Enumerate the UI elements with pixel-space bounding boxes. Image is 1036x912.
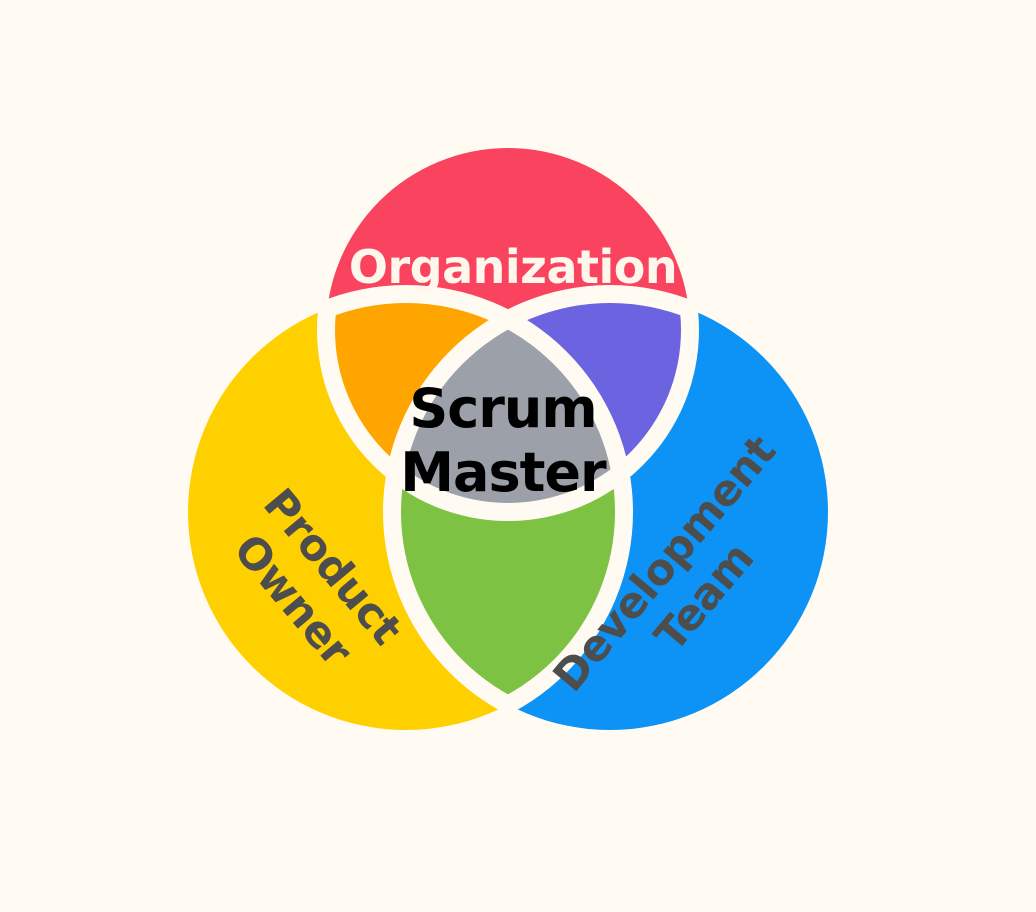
venn-diagram-canvas: Organization Product Owner Development T…	[0, 0, 1036, 912]
region-scrum-master-core[interactable]	[0, 0, 1036, 912]
venn-diagram-svg: Organization Product Owner Development T…	[0, 0, 1036, 912]
